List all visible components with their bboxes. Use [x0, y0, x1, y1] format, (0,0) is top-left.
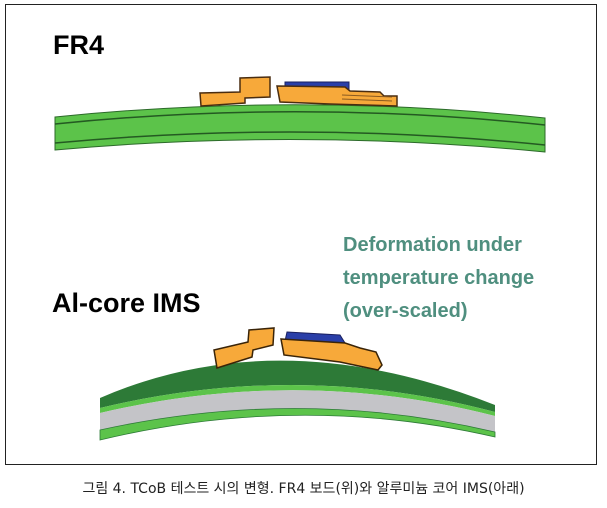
fr4-label: FR4 [53, 30, 105, 60]
annotation-line: temperature change [343, 267, 535, 289]
fr4-board [54, 104, 546, 153]
fr4-components [199, 76, 398, 107]
figure-frame [5, 4, 597, 465]
annotation-line: (over-scaled) [343, 300, 468, 322]
ims-label: Al-core IMS [52, 288, 201, 318]
figure-caption: 그림 4. TCoB 테스트 시의 변형. FR4 보드(위)와 알루미늄 코어… [82, 481, 525, 497]
annotation: Deformation under temperature change (ov… [343, 229, 534, 328]
ims-board [99, 360, 496, 441]
annotation-line: Deformation under [343, 234, 522, 256]
ims-components [213, 327, 383, 371]
